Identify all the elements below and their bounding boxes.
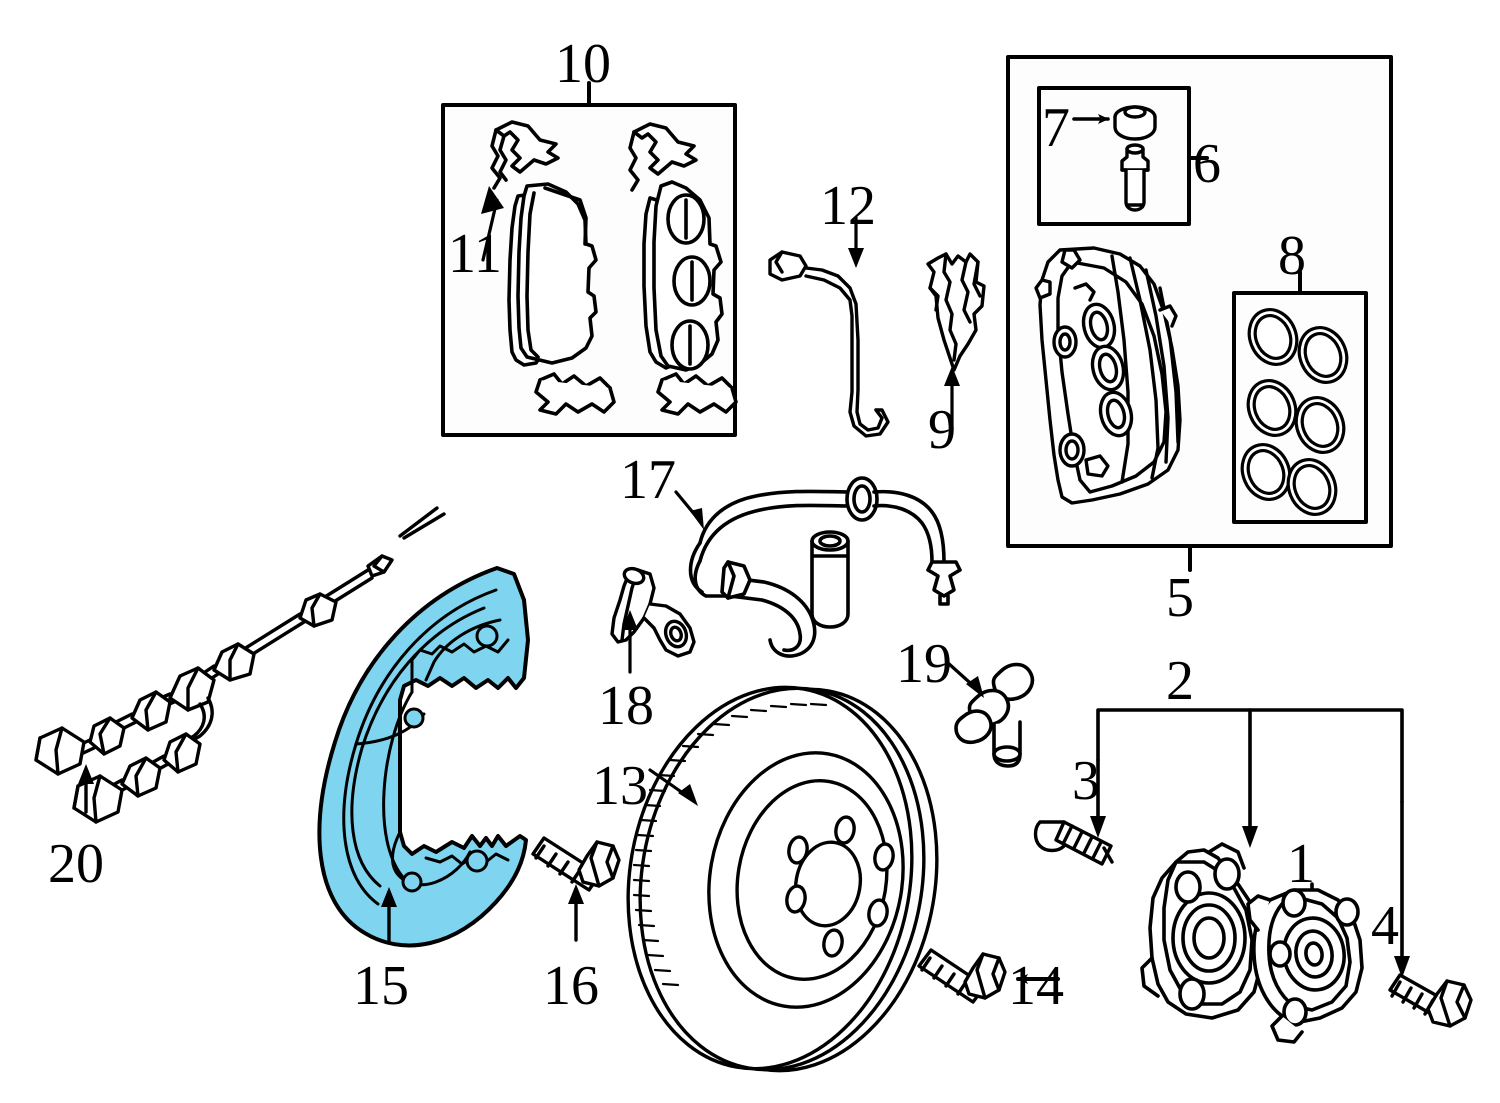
callout-label-1: 1 [1287,833,1315,895]
hub-assembly-bracket [1090,708,1410,978]
hub-mounting-bolt-large [1388,973,1473,1028]
brake-caliper-body [1034,246,1182,505]
callout-label-20: 20 [48,833,104,895]
callout-label-8: 8 [1278,225,1306,287]
callout-label-15: 15 [353,955,409,1017]
brake-dust-shield [317,566,530,948]
callout-label-3: 3 [1072,750,1100,812]
callout-label-10: 10 [555,33,611,95]
guide-bolt-kit-box [1037,86,1209,226]
callout-label-6: 6 [1193,133,1221,195]
wheel-hub-bearing-left [1140,842,1264,1020]
callout-label-12: 12 [820,175,876,237]
callout-label-14: 14 [1008,955,1064,1017]
callout-label-7: 7 [1042,97,1070,159]
brake-pad-inner [481,120,738,416]
splash-shield-bolt [531,836,621,942]
abs-wheel-speed-sensor [610,566,696,674]
sensor-retaining-clip [926,252,986,432]
rotor-retaining-screw [917,948,1060,1004]
callout-label-11: 11 [448,223,502,285]
brake-rotor-disc [626,685,939,1073]
callout-label-17: 17 [620,449,676,511]
callout-label-4: 4 [1371,895,1399,957]
callout-label-5: 5 [1166,567,1194,629]
caliper-bleeder-cap [1072,105,1157,141]
callout-label-13: 13 [592,755,648,817]
hose-bracket-connector [946,661,1035,768]
brake-pad-wear-sensor-harness [34,506,446,824]
callout-label-9: 9 [928,399,956,461]
callout-label-2: 2 [1166,650,1194,712]
caliper-guide-bolt [1120,143,1150,212]
caliper-piston-seals [1240,308,1349,516]
hub-mounting-bolt-small [1033,820,1114,866]
brake-pad-wear-sensor [768,216,890,438]
callout-label-19: 19 [896,633,952,695]
callout-label-16: 16 [543,955,599,1017]
wheel-hub-bearing-right [1246,888,1364,1044]
brake-hydraulic-hose [674,476,962,658]
callout-label-18: 18 [598,675,654,737]
